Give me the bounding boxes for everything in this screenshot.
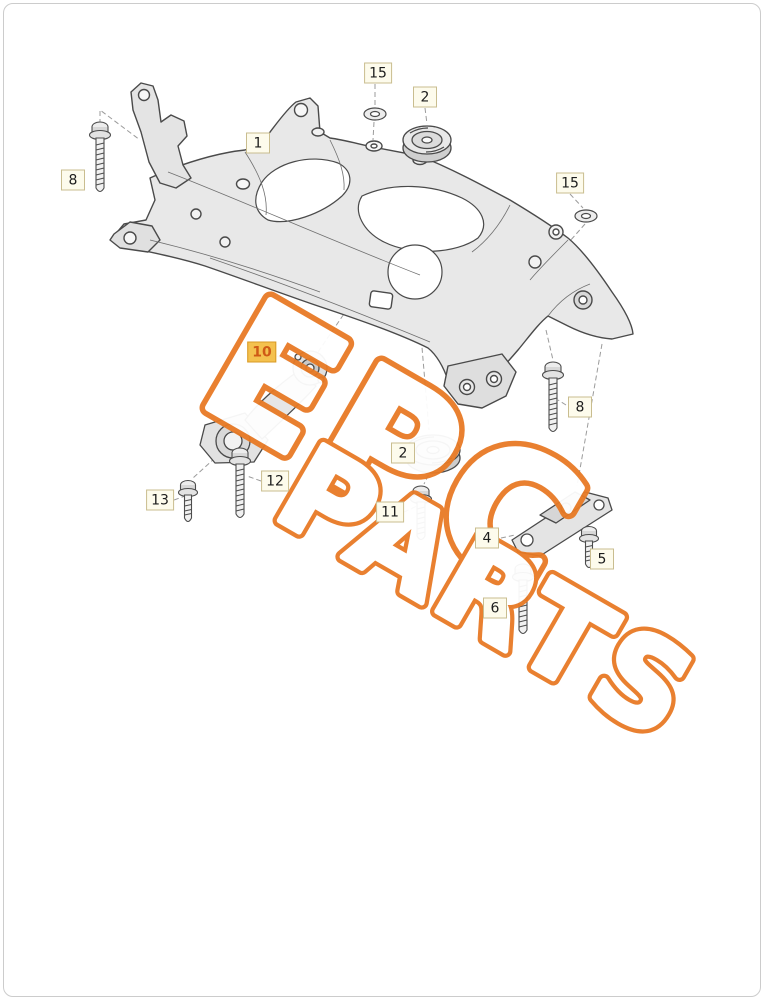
callout-2[interactable]: 2: [391, 442, 415, 464]
callout-5[interactable]: 5: [590, 548, 614, 570]
callout-15[interactable]: 15: [556, 172, 584, 194]
pendulum-support-drawing: [199, 350, 328, 464]
callout-6[interactable]: 6: [483, 597, 507, 619]
washer-top-drawing: [363, 107, 387, 121]
callout-10[interactable]: 10: [247, 341, 277, 363]
callout-1[interactable]: 1: [246, 132, 270, 154]
washer-right-drawing: [574, 209, 598, 223]
callout-8[interactable]: 8: [61, 169, 85, 191]
callout-12[interactable]: 12: [261, 470, 289, 492]
mount-lower-drawing: [405, 434, 461, 474]
callout-2[interactable]: 2: [413, 86, 437, 108]
callout-15[interactable]: 15: [364, 62, 392, 84]
callout-11[interactable]: 11: [376, 501, 404, 523]
callout-8[interactable]: 8: [568, 396, 592, 418]
subframe-drawing: [109, 82, 634, 409]
callout-13[interactable]: 13: [146, 489, 174, 511]
mount-bracket-drawing: [511, 491, 613, 557]
mount-upper-drawing: [402, 125, 452, 163]
callout-4[interactable]: 4: [475, 527, 499, 549]
